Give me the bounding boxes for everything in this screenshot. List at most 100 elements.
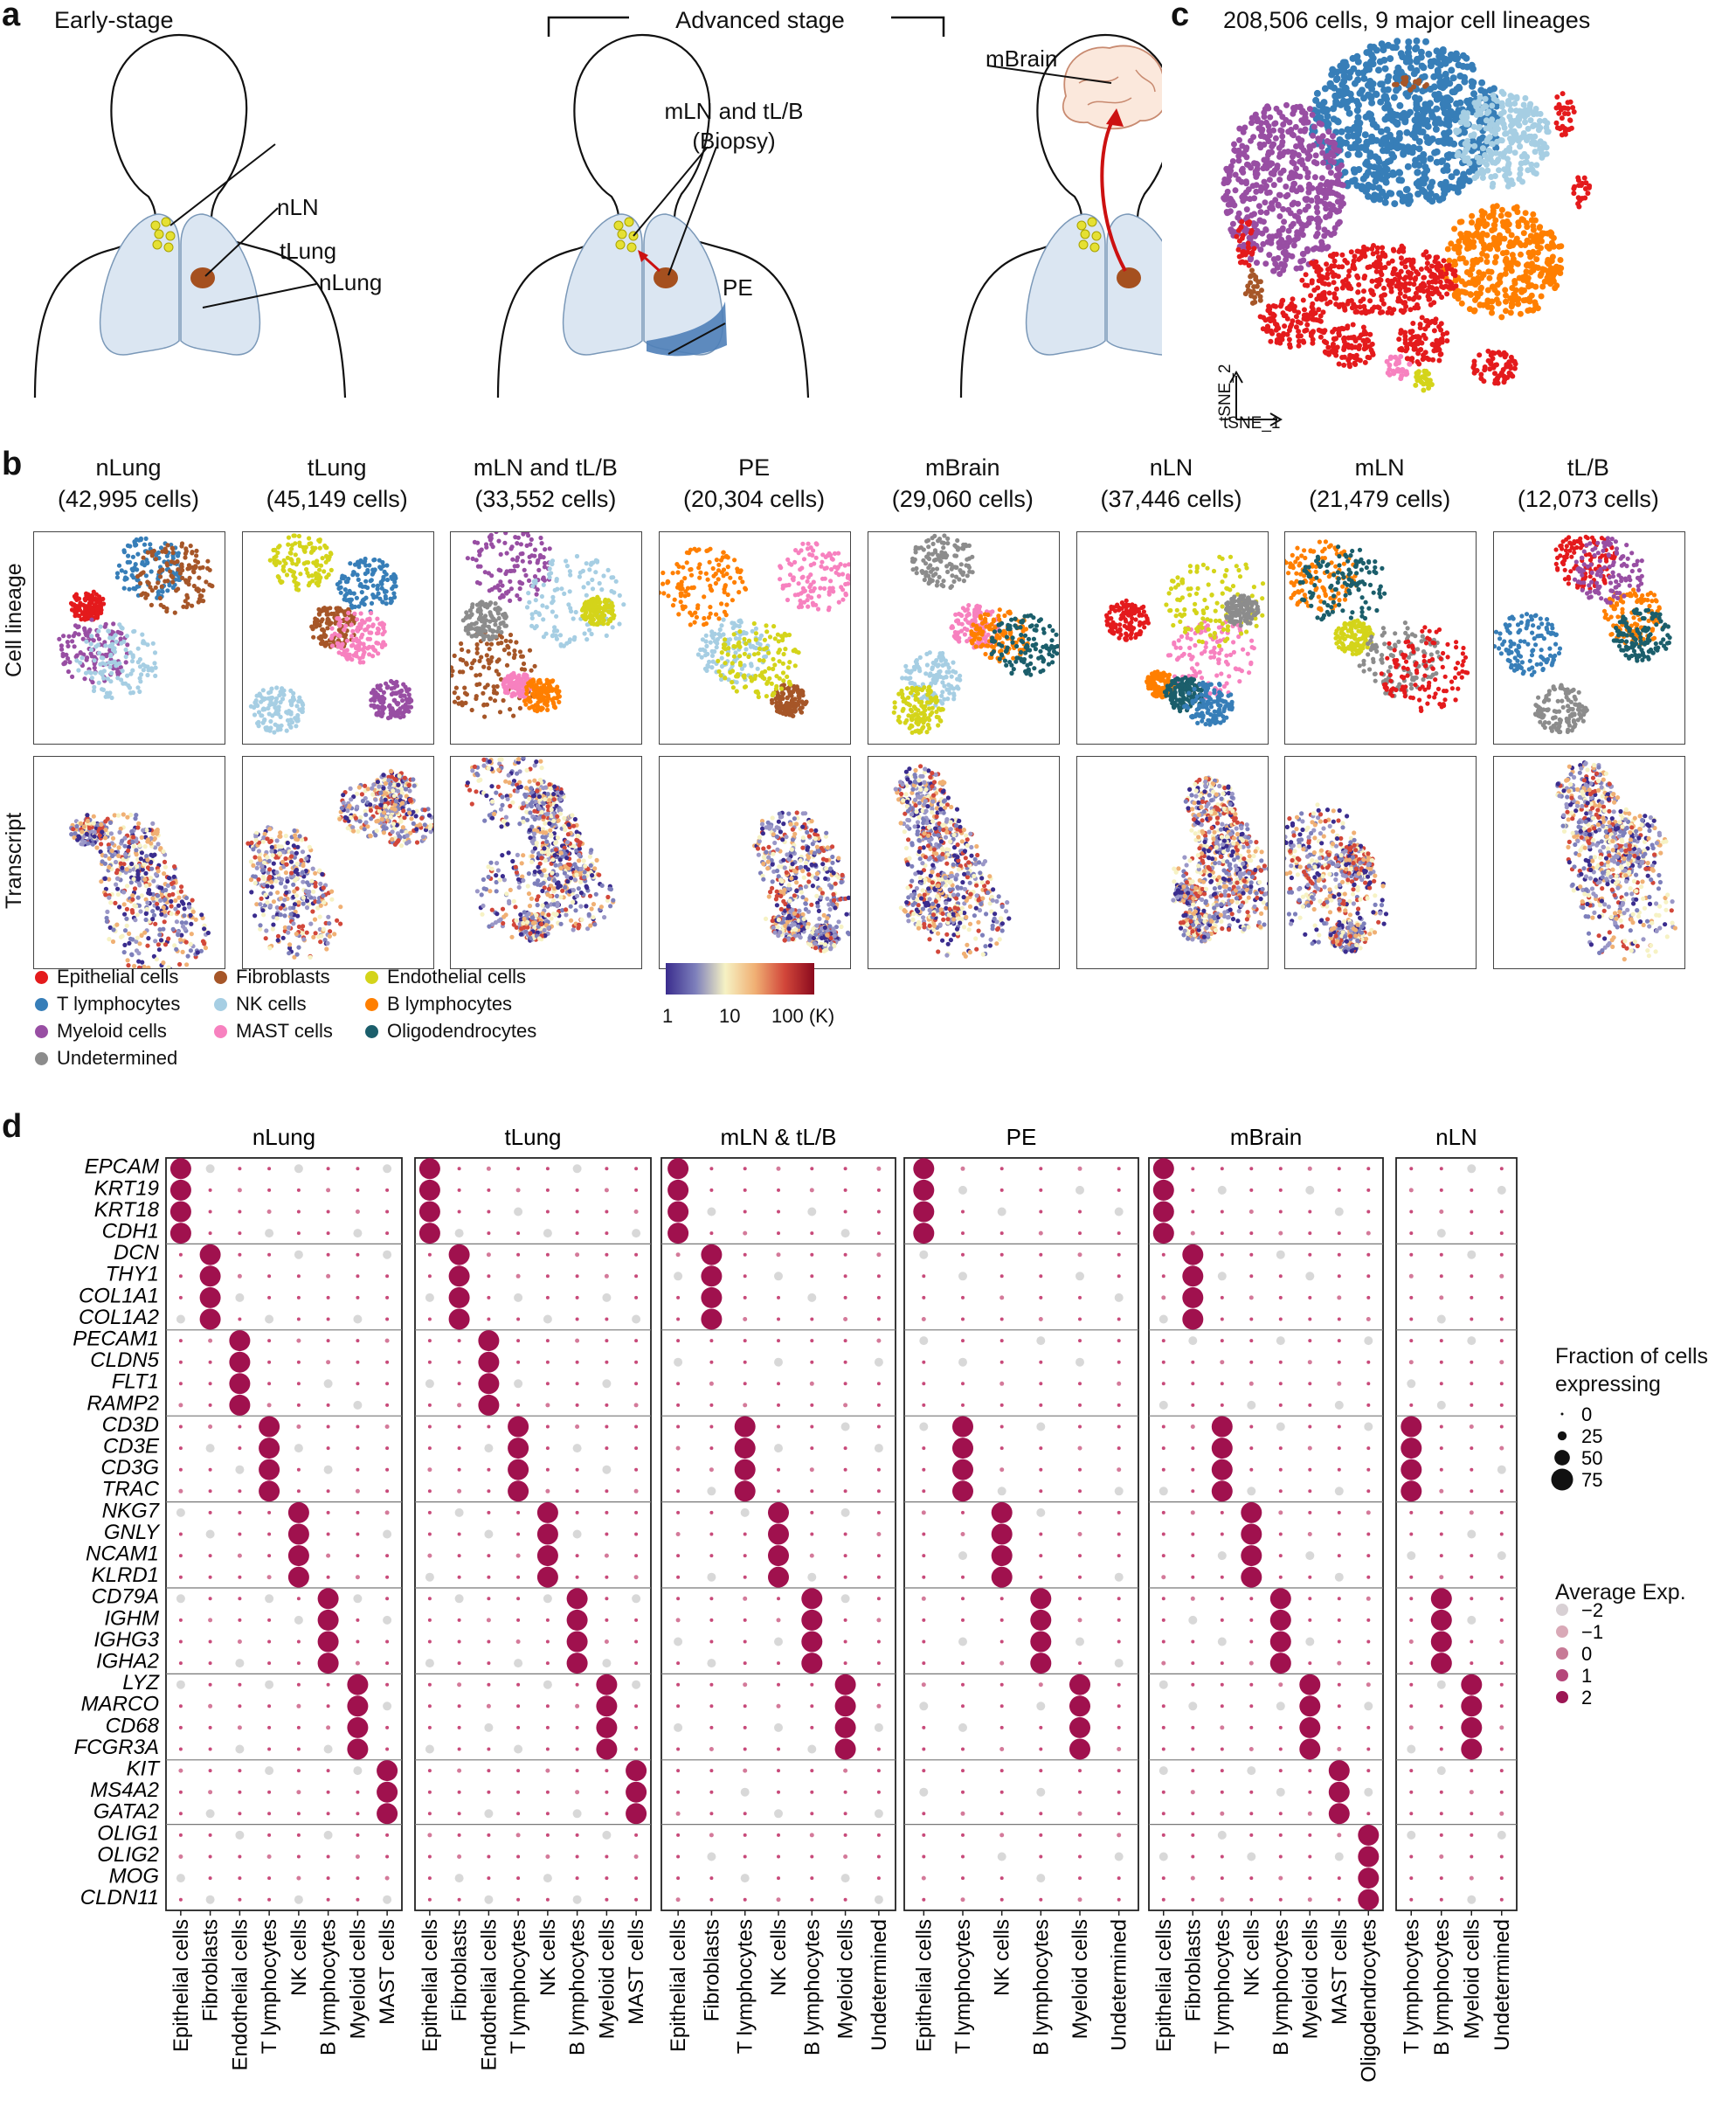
size-legend-dot xyxy=(1560,1412,1564,1416)
cell-type-label: Myeloid cells xyxy=(1069,1919,1092,2039)
gene-label: NKG7 xyxy=(102,1499,161,1522)
expression-dot xyxy=(326,1489,330,1494)
expression-dot xyxy=(810,1167,814,1171)
expression-dot xyxy=(516,1532,521,1536)
expression-dot xyxy=(178,1747,183,1751)
expression-dot xyxy=(516,1876,521,1881)
expression-dot xyxy=(1220,1295,1224,1300)
expression-dot xyxy=(1117,1317,1121,1321)
size-legend-dot xyxy=(1554,1450,1570,1466)
expression-dot xyxy=(208,1338,213,1343)
expression-dot xyxy=(1499,1317,1504,1321)
expression-dot xyxy=(1364,1787,1373,1797)
expression-dot xyxy=(922,1661,926,1666)
expression-dot xyxy=(516,1339,521,1343)
expression-dot xyxy=(1439,1854,1444,1859)
expression-dot xyxy=(876,1618,882,1623)
expression-dot xyxy=(777,1231,780,1236)
expression-dot xyxy=(575,1854,579,1859)
expression-dot xyxy=(259,1459,280,1480)
expression-dot xyxy=(876,1467,881,1472)
expression-dot xyxy=(516,1360,521,1364)
expression-dot xyxy=(674,1357,683,1367)
expression-dot xyxy=(999,1639,1004,1644)
expression-dot xyxy=(427,1790,432,1794)
expression-dot xyxy=(457,1209,461,1214)
expression-dot xyxy=(1401,1416,1422,1438)
expression-dot xyxy=(1038,1230,1043,1236)
tsne-lineage-scatter xyxy=(451,532,626,719)
expression-dot xyxy=(235,1830,245,1840)
gene-label: CD3E xyxy=(103,1435,160,1459)
cell-type-label: Oligodendrocytes xyxy=(1357,1919,1380,2083)
expression-dot xyxy=(674,1272,683,1281)
expression-dot xyxy=(1038,1682,1043,1688)
expression-dot xyxy=(743,1382,747,1386)
expression-dot xyxy=(676,1661,681,1666)
expression-dot xyxy=(777,1790,780,1794)
tsne-lineage-scatter xyxy=(891,533,1059,735)
tsne-transcript-box xyxy=(33,756,225,969)
lymph-node xyxy=(615,239,626,250)
cell-type-label: B lymphocytes xyxy=(566,1919,590,2055)
expression-dot xyxy=(1409,1510,1414,1514)
size-legend-value: 75 xyxy=(1581,1469,1602,1491)
expression-dot xyxy=(734,1438,756,1459)
expression-dot xyxy=(634,1747,639,1751)
expression-dot xyxy=(1217,1551,1227,1561)
expression-dot xyxy=(709,1639,714,1644)
color-legend-value: 1 xyxy=(1581,1665,1592,1687)
expression-dot xyxy=(385,1639,390,1644)
expression-dot xyxy=(1039,1897,1043,1902)
expression-dot xyxy=(169,1158,191,1180)
expression-dot xyxy=(178,1274,183,1279)
expression-dot xyxy=(1409,1317,1414,1321)
expression-dot xyxy=(317,1609,339,1631)
expression-dot xyxy=(1117,1167,1121,1171)
expression-dot xyxy=(267,1725,272,1729)
expression-dot xyxy=(238,1489,242,1494)
expression-dot xyxy=(1499,1769,1504,1773)
expression-dot xyxy=(487,1854,491,1859)
expression-dot xyxy=(1470,1467,1474,1472)
expression-dot xyxy=(743,1639,747,1644)
expression-dot xyxy=(208,1682,212,1687)
expression-dot xyxy=(575,1467,579,1472)
expression-dot xyxy=(1366,1554,1371,1558)
expression-dot xyxy=(1499,1273,1504,1279)
expression-dot xyxy=(323,1830,333,1840)
expression-dot xyxy=(776,1618,781,1623)
expression-dot xyxy=(709,1833,714,1838)
expression-dot xyxy=(810,1252,814,1257)
brain xyxy=(1062,45,1162,130)
expression-dot xyxy=(427,1704,432,1708)
expression-dot xyxy=(1337,1339,1341,1343)
expression-dot xyxy=(208,1231,212,1236)
expression-dot xyxy=(543,1314,552,1324)
expression-dot xyxy=(266,1575,272,1580)
expression-dot xyxy=(922,1274,926,1279)
expression-dot xyxy=(602,1293,612,1302)
sample-name: tLung xyxy=(307,454,367,481)
sample-cell-count: (42,995 cells) xyxy=(57,486,200,512)
expression-dot xyxy=(1249,1682,1254,1687)
expression-dot xyxy=(876,1747,881,1751)
expression-dot xyxy=(922,1769,926,1773)
expression-dot xyxy=(1247,1400,1256,1410)
color-legend-dot xyxy=(1556,1604,1568,1616)
expression-dot xyxy=(1439,1488,1444,1494)
expression-dot xyxy=(921,1510,926,1515)
expression-dot xyxy=(1430,1653,1452,1674)
expression-dot xyxy=(1499,1747,1504,1751)
expression-dot xyxy=(1249,1360,1254,1364)
expression-dot xyxy=(515,1833,521,1838)
expression-dot xyxy=(267,1704,272,1708)
expression-dot xyxy=(356,1424,360,1429)
cell-type-label: NK cells xyxy=(287,1919,311,1996)
expression-dot xyxy=(457,1812,461,1816)
expression-dot xyxy=(326,1339,330,1343)
expression-dot xyxy=(1220,1532,1224,1536)
expression-dot xyxy=(545,1747,550,1751)
gene-label: GATA2 xyxy=(93,1800,159,1824)
legend-label: Undetermined xyxy=(57,1047,178,1069)
